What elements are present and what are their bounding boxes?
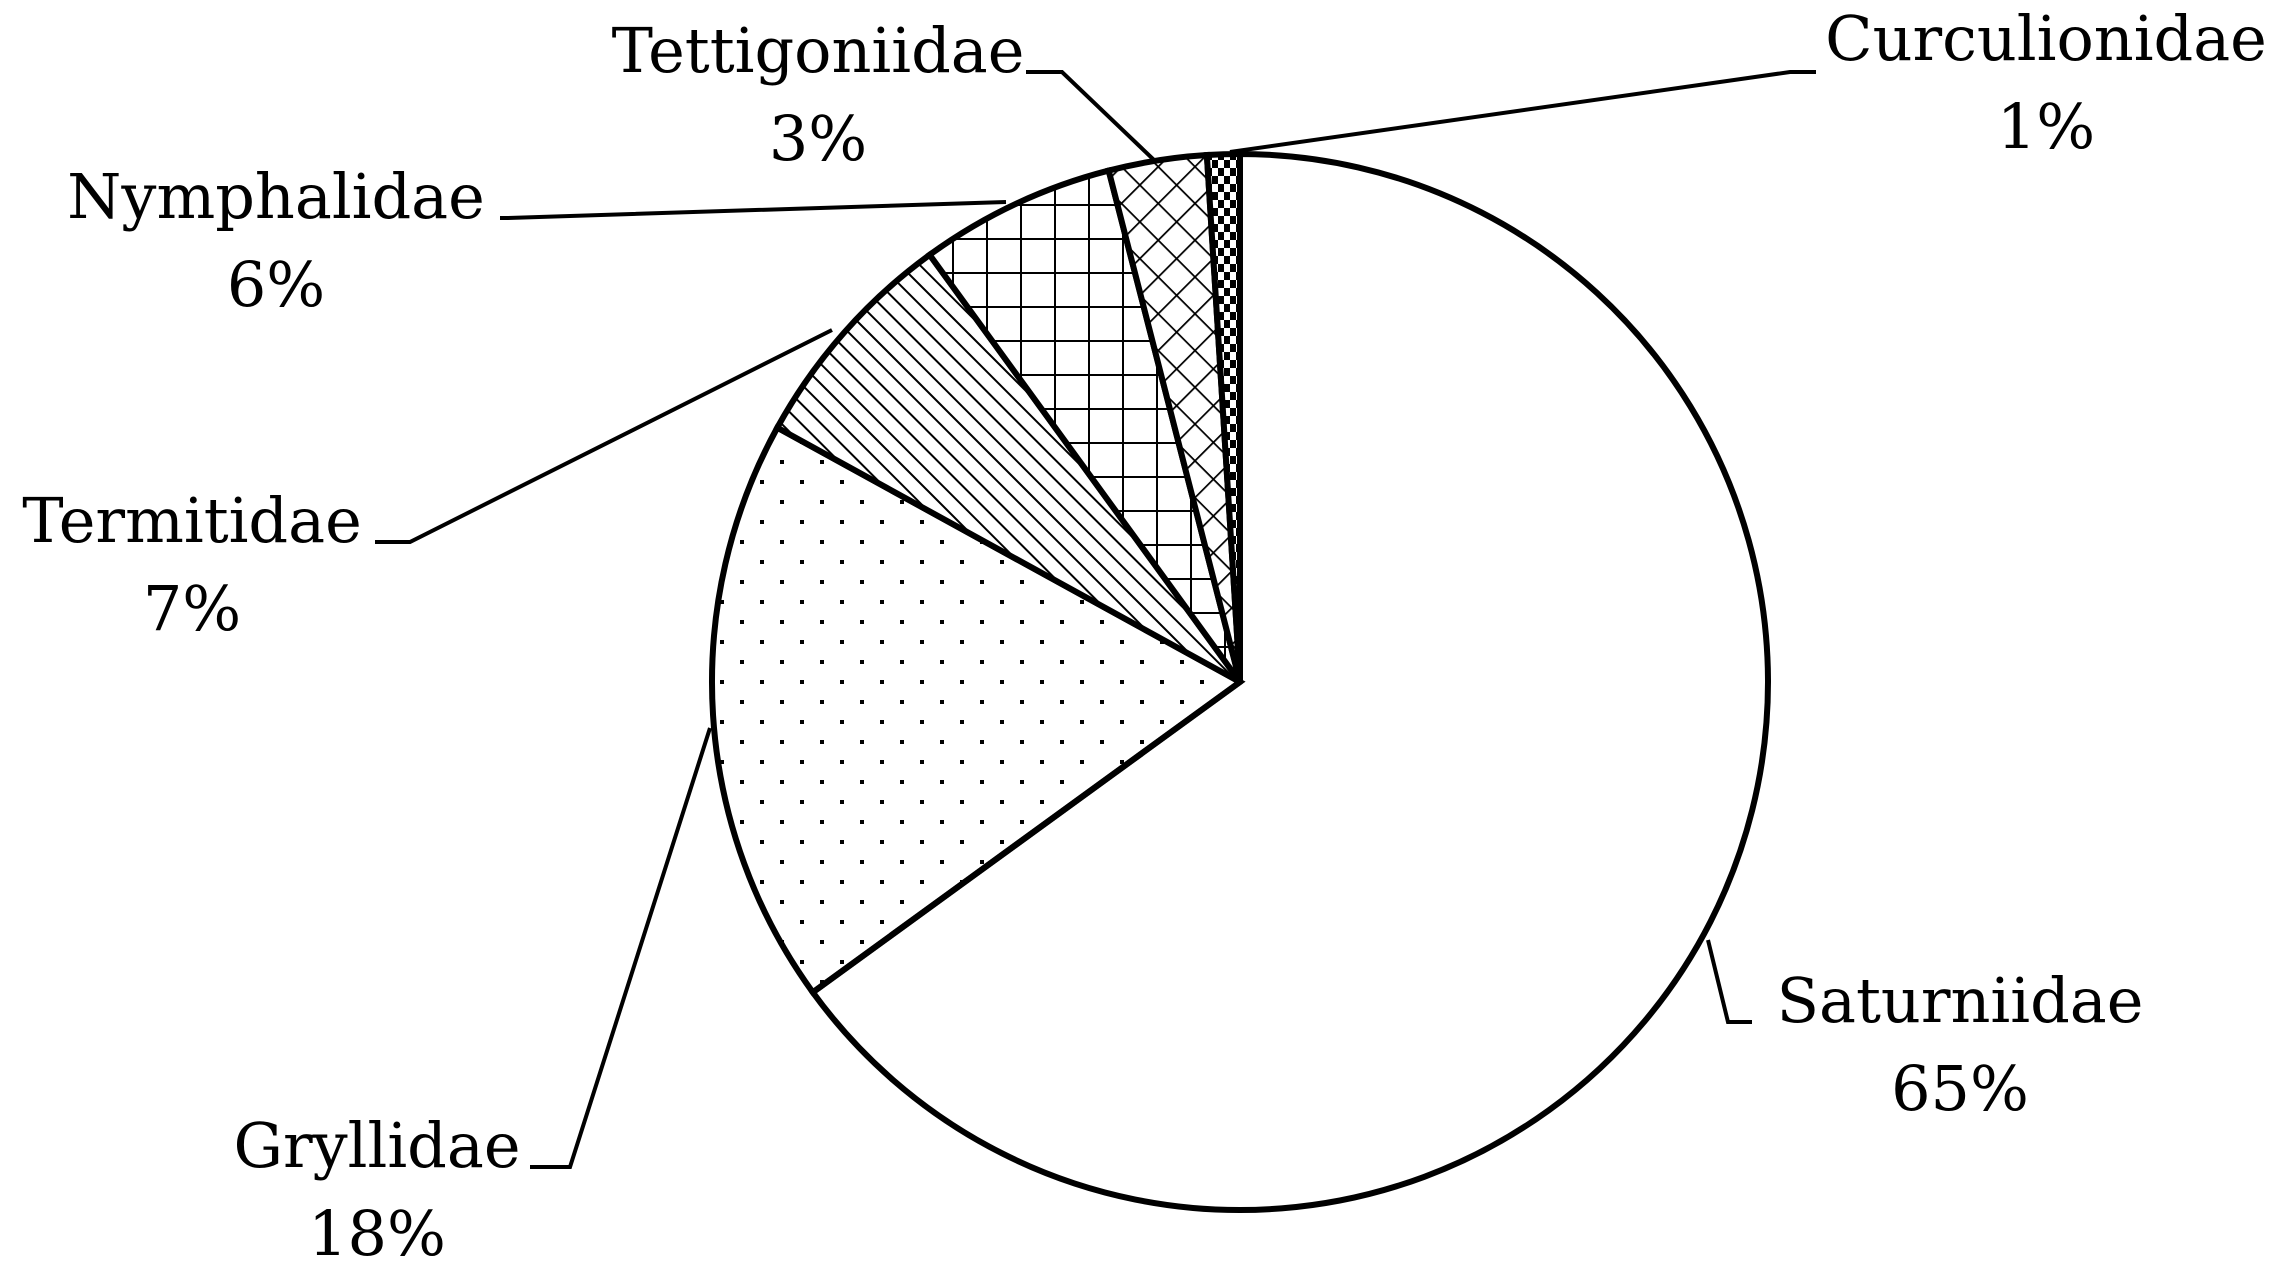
leader-line-saturniidae [1706, 939, 1752, 1024]
pie-slices [709, 150, 1771, 1213]
pie-slice-nymphalidae [925, 166, 1243, 684]
leader-line-tettigoniidae [1026, 70, 1156, 162]
pie-slice-gryllidae [709, 423, 1246, 997]
leader-line-gryllidae [530, 727, 712, 1169]
pie-slice-termitidae [773, 250, 1243, 685]
leader-line-nymphalidae [500, 200, 1007, 220]
leader-line-termitidae [375, 328, 833, 544]
pie-slice-saturniidae [808, 150, 1771, 1213]
leader-lines [375, 70, 1816, 1169]
pie-slice-curculionidae [1203, 150, 1243, 683]
leader-line-curculionidae [1229, 70, 1816, 154]
